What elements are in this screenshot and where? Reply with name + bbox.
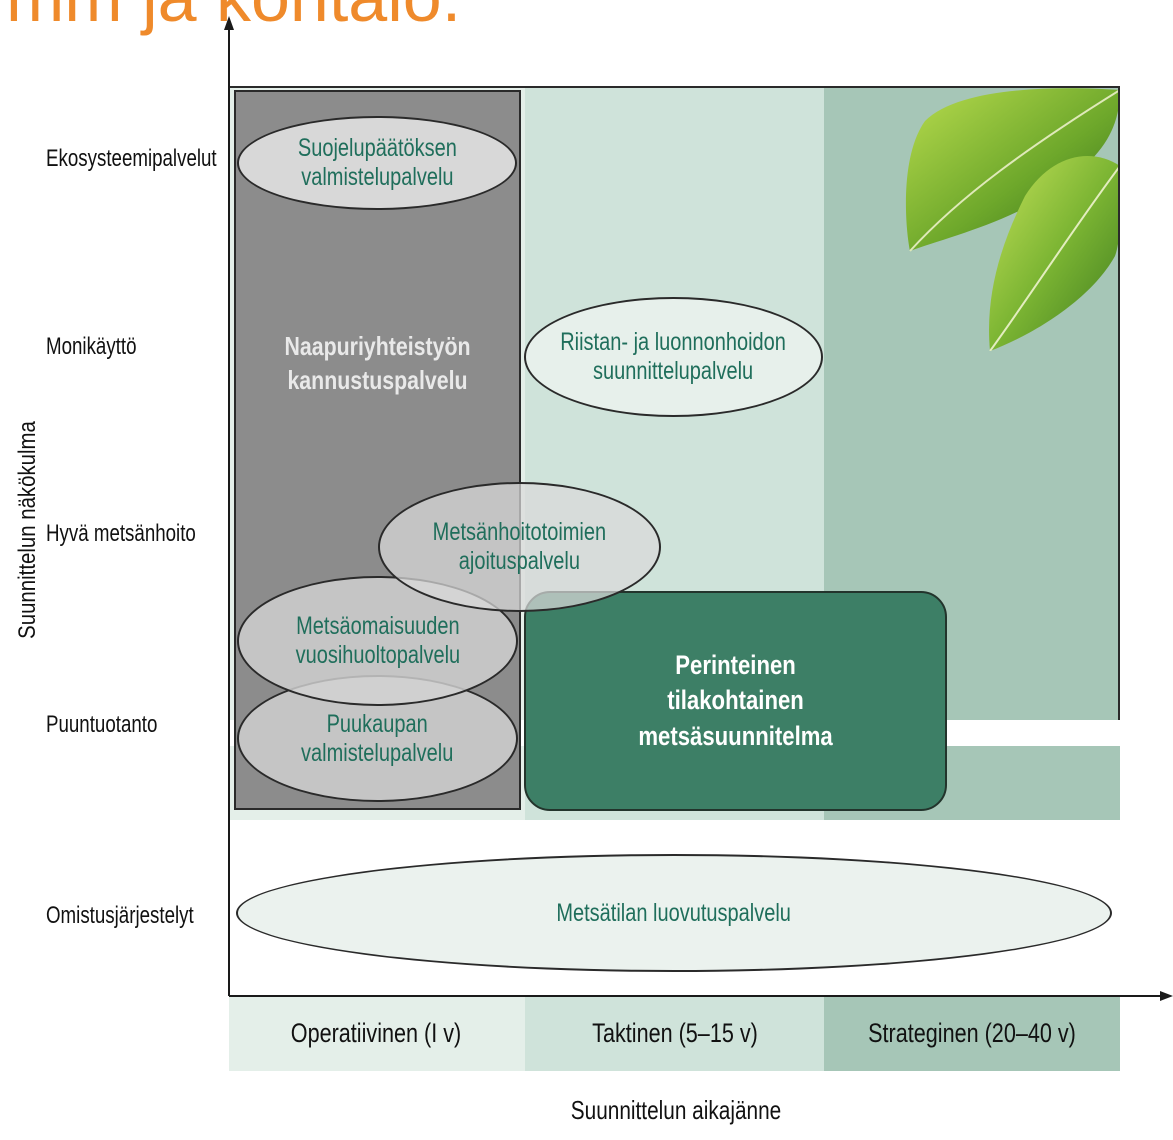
plot-frame [229, 86, 1120, 720]
ylevel-hyva-metsanhoito: Hyvä metsänhoito [46, 520, 196, 547]
perinteinen-plan-label: Perinteinen tilakohtainen metsäsuunnitel… [638, 650, 833, 751]
xzone-operational-label: Operatiivinen (I v) [290, 1018, 462, 1048]
naapuri-service-label: Naapuriyhteistyön kannustuspalvelu [284, 331, 471, 395]
slide-heading: mm ja kohtalo. [6, 0, 461, 32]
luovutus-service-label: Metsätilan luovutuspalvelu [556, 898, 792, 927]
suojelu-service-label: Suojelupäätöksen valmistelupalvelu [297, 134, 457, 191]
y-axis-arrow [224, 16, 234, 30]
xzone-strategic-label: Strateginen (20–40 v) [868, 1018, 1076, 1048]
metsanhoito-service-oval: Metsänhoitotoimien ajoituspalvelu [378, 482, 661, 612]
x-axis-arrow [1160, 991, 1173, 1001]
ylevel-monikaytto: Monikäyttö [46, 333, 137, 360]
riista-service-label: Riistan- ja luonnonhoidon suunnittelupal… [560, 328, 787, 385]
xzone-tactical-label: Taktinen (5–15 v) [592, 1018, 758, 1048]
luovutus-service-oval: Metsätilan luovutuspalvelu [236, 854, 1112, 972]
y-axis-title: Suunnittelun näkökulma [14, 421, 41, 639]
perinteinen-plan-box: Perinteinen tilakohtainen metsäsuunnitel… [524, 591, 947, 811]
x-axis-title: Suunnittelun aikajänne [570, 1095, 782, 1125]
metsanhoito-service-label: Metsänhoitotoimien ajoituspalvelu [432, 518, 607, 575]
vuosihuolto-service-label: Metsäomaisuuden vuosihuoltopalvelu [295, 612, 460, 669]
leaves-decoration [905, 88, 1120, 351]
ylevel-puuntuotanto: Puuntuotanto [46, 711, 158, 738]
ylevel-omistusjarjestelyt: Omistusjärjestelyt [46, 902, 194, 929]
ylevel-ekosysteemipalvelut: Ekosysteemipalvelut [46, 145, 217, 172]
puukauppa-service-label: Puukaupan valmistelupalvelu [301, 709, 454, 767]
xband-row [229, 997, 1120, 1071]
vuosihuolto-service-oval: Metsäomaisuuden vuosihuoltopalvelu [237, 576, 518, 706]
suojelu-service-oval: Suojelupäätöksen valmistelupalvelu [237, 116, 517, 210]
riista-service-oval: Riistan- ja luonnonhoidon suunnittelupal… [524, 297, 823, 417]
